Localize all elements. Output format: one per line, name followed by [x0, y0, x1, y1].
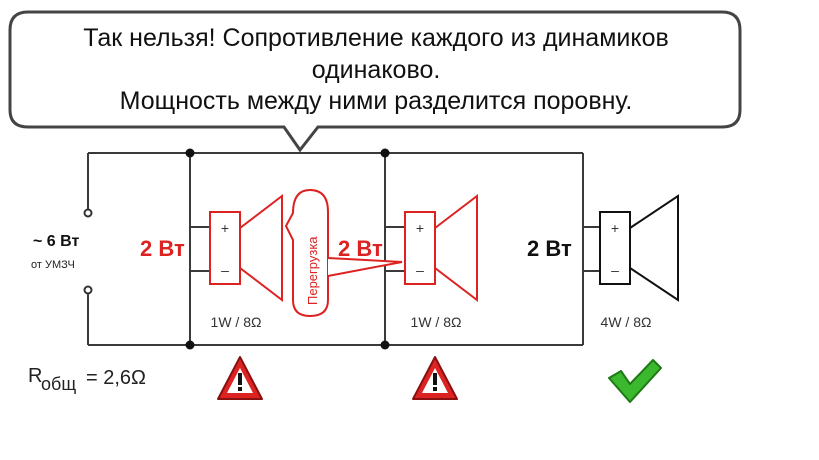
speaker-3: 2 Вт + – 4W / 8Ω — [527, 194, 679, 330]
overload-callout: Перегрузка — [284, 188, 403, 318]
bubble-line-2: одинаково. — [312, 56, 441, 84]
speaker-3-rating: 4W / 8Ω — [601, 314, 652, 330]
source-label: от УМЗЧ — [31, 259, 75, 271]
speaker-3-cone — [629, 194, 679, 302]
overload-label: Перегрузка — [305, 236, 320, 305]
resistance-symbol: R — [28, 365, 42, 387]
junction-dot — [185, 340, 195, 350]
speaker-2-plus: + — [416, 220, 424, 236]
resistance-value: = 2,6Ω — [86, 367, 146, 389]
speaker-3-power: 2 Вт — [527, 236, 572, 261]
junction-dots — [185, 148, 390, 350]
amplifier-source: ~ 6 Вт от УМЗЧ — [31, 208, 93, 295]
wiring — [87, 152, 600, 346]
total-resistance: R общ = 2,6Ω — [28, 365, 146, 394]
junction-dot — [380, 148, 390, 158]
speaker-2-cone — [434, 193, 478, 303]
resistance-subscript: общ — [41, 374, 76, 394]
terminal-bottom — [83, 285, 93, 295]
speaker-3-minus: – — [611, 262, 619, 278]
warning-icon — [412, 356, 458, 400]
bubble-line-1: Так нельзя! Сопротивление каждого из дин… — [83, 24, 669, 52]
speaker-2-power: 2 Вт — [338, 236, 383, 261]
junction-dot — [185, 148, 195, 158]
source-power: ~ 6 Вт — [33, 233, 79, 250]
terminal-top — [83, 208, 93, 218]
speaker-2: 2 Вт + – 1W / 8Ω — [338, 193, 478, 330]
speaker-2-minus: – — [416, 262, 424, 278]
speaker-3-magnet — [599, 211, 631, 285]
bubble-line-3: Мощность между ними разделится поровну. — [120, 87, 633, 115]
speaker-1-power: 2 Вт — [140, 236, 185, 261]
speaker-1-magnet — [209, 211, 241, 285]
speech-bubble: Так нельзя! Сопротивление каждого из дин… — [8, 10, 742, 153]
speaker-3-plus: + — [611, 220, 619, 236]
speaker-1-minus: – — [221, 262, 229, 278]
speaker-1-rating: 1W / 8Ω — [211, 314, 262, 330]
overload-callout-shape — [284, 188, 329, 318]
speaker-1-cone — [239, 193, 283, 303]
speaker-1: 2 Вт + – 1W / 8Ω — [140, 193, 283, 330]
speaker-2-rating: 1W / 8Ω — [411, 314, 462, 330]
junction-dot — [380, 340, 390, 350]
speaker-1-plus: + — [221, 220, 229, 236]
overload-callout-pointer — [327, 257, 403, 277]
checkmark-icon — [608, 359, 662, 403]
speech-bubble-shape — [8, 10, 742, 153]
warning-icon — [217, 356, 263, 400]
